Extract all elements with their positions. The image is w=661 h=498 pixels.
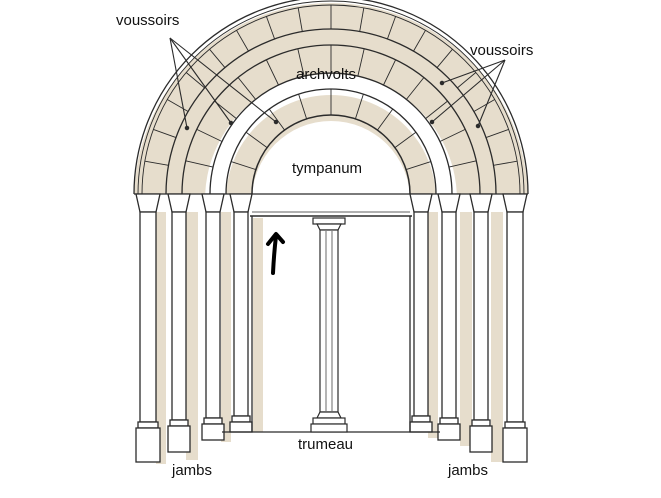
voussoir-joint <box>297 48 305 77</box>
door-shadow <box>253 218 263 432</box>
label-voussoirs-left: voussoirs <box>116 12 180 29</box>
label-jambs-left: jambs <box>172 462 213 479</box>
jamb-columns <box>135 193 528 463</box>
voussoir-joint <box>265 16 276 40</box>
label-archvolts: archvolts <box>296 66 357 83</box>
trumeau-column <box>310 217 348 433</box>
voussoir-joint <box>405 161 432 171</box>
voussoir-joint <box>144 160 169 166</box>
voussoir-joint <box>185 72 205 89</box>
voussoir-joint <box>413 30 426 52</box>
column-shadow-6 <box>491 212 503 462</box>
jamb-column <box>469 193 493 453</box>
voussoir-joint <box>406 77 425 100</box>
voussoir-joint <box>214 100 237 119</box>
voussoir-joint <box>386 16 397 40</box>
voussoir-joint <box>357 48 365 77</box>
voussoir-joint <box>230 161 257 171</box>
voussoir-joint <box>359 7 365 32</box>
archvolt-outer-edge <box>133 0 529 195</box>
voussoir-joint <box>377 108 394 131</box>
voussoir-joint <box>425 100 448 119</box>
label-trumeau: trumeau <box>298 436 354 453</box>
jamb-column <box>437 193 461 441</box>
voussoir-joint <box>354 93 364 120</box>
column-shadow-2 <box>186 212 198 460</box>
jamb-column <box>409 193 433 433</box>
voussoir-joint <box>394 131 417 148</box>
voussoir-joint <box>196 128 223 142</box>
voussoir-joint <box>383 59 397 86</box>
voussoir-joint <box>493 160 518 166</box>
voussoir-joint <box>265 59 279 86</box>
voussoir-joint <box>457 72 477 89</box>
jamb-column <box>502 193 528 463</box>
voussoir-joint <box>237 77 256 100</box>
voussoir-joint <box>245 131 268 148</box>
column-shadow-3 <box>221 212 231 442</box>
label-jambs-right: jambs <box>448 462 489 479</box>
leader-voussoir-left-1 <box>169 37 188 129</box>
voussoir-joint <box>473 99 495 112</box>
outer-arch-shadow <box>134 3 528 194</box>
voussoir-joint <box>185 160 214 168</box>
voussoir-joint <box>436 48 453 68</box>
shadow-layer <box>134 3 528 464</box>
voussoir-joint <box>209 48 226 68</box>
leader-voussoir-left-3 <box>169 37 277 123</box>
leader-voussoir-right-1 <box>441 59 506 84</box>
voussoir-joint <box>439 128 466 142</box>
column-shadow-4 <box>428 212 438 438</box>
lintel <box>134 193 528 217</box>
column-shadow-5 <box>460 212 472 446</box>
inner-arch-shadow <box>226 95 436 194</box>
voussoir-joint <box>448 160 477 168</box>
archvolt-outer-molding-1 <box>137 0 525 195</box>
jamb-column <box>167 193 191 453</box>
leader-voussoir-right-3 <box>477 59 506 127</box>
leader-voussoir-left-2 <box>169 37 232 124</box>
hand-drawn-arrow-icon <box>266 232 285 275</box>
label-tympanum: tympanum <box>292 160 363 177</box>
label-voussoirs-right: voussoirs <box>470 42 534 59</box>
leader-lines <box>169 37 506 131</box>
voussoir-joint <box>153 128 177 139</box>
leader-voussoir-right-2 <box>431 59 506 123</box>
voussoir-joint <box>268 108 285 131</box>
voussoir-joint <box>167 99 189 112</box>
voussoir-joint <box>297 7 303 32</box>
voussoir-joints <box>144 5 518 171</box>
jamb-column <box>135 193 161 463</box>
column-shadow-1 <box>156 212 166 464</box>
jamb-column <box>201 193 225 441</box>
voussoir-joint <box>485 128 509 139</box>
middle-arch-shadow <box>166 35 496 194</box>
voussoir-joint <box>236 30 249 52</box>
voussoir-joint <box>298 93 308 120</box>
jamb-column <box>229 193 253 433</box>
